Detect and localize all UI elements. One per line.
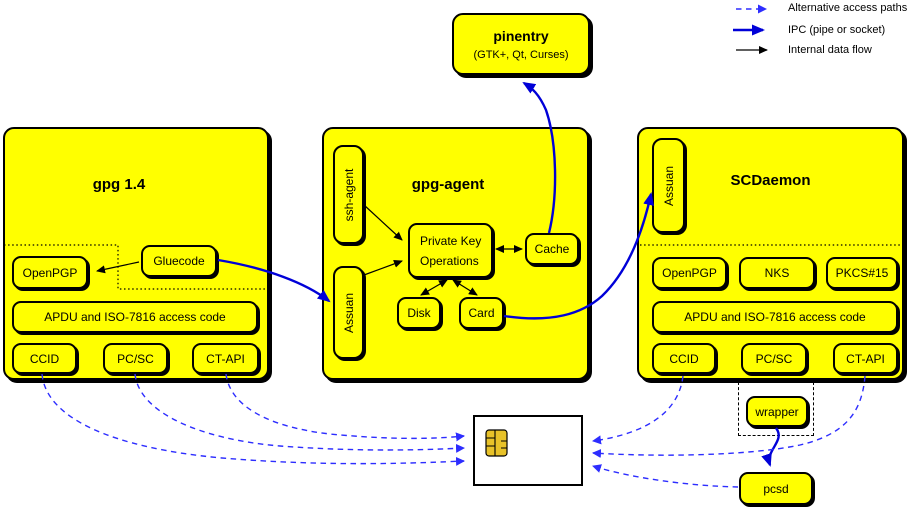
gpg14-title: gpg 1.4 bbox=[92, 176, 146, 193]
cache-label: Cache bbox=[534, 242, 570, 256]
scdaemon-ccid-module: CCID bbox=[652, 343, 716, 374]
disk-module: Disk bbox=[397, 297, 441, 329]
scdaemon-ctapi-module: CT-API bbox=[833, 343, 898, 374]
gpg14-openpgp-label: OpenPGP bbox=[22, 265, 78, 280]
smartcard bbox=[473, 415, 583, 486]
gpg14-gluecode-label: Gluecode bbox=[153, 254, 205, 268]
scdaemon-pcsc-label: PC/SC bbox=[755, 351, 793, 366]
scdaemon-assuan-module: Assuan bbox=[652, 138, 685, 233]
altpath-gpg14-ccid-to-card bbox=[41, 373, 465, 466]
scdaemon-box bbox=[637, 127, 904, 380]
gpg14-pcsc-label: PC/SC bbox=[117, 351, 154, 366]
legend-ipc-label: IPC (pipe or socket) bbox=[788, 24, 886, 36]
gpg14-ccid-module: CCID bbox=[12, 343, 77, 374]
gpg-agent-assuan-module: Assuan bbox=[333, 266, 364, 359]
gpg-agent-title: gpg-agent bbox=[411, 176, 485, 193]
wrapper-module: wrapper bbox=[746, 396, 808, 427]
scdaemon-title: SCDaemon bbox=[730, 172, 811, 189]
scdaemon-apdu-module: APDU and ISO-7816 access code bbox=[652, 301, 898, 333]
altpath-gpg14-ctapi-to-card bbox=[225, 373, 465, 442]
pko-label-line1: Private Key bbox=[420, 233, 482, 248]
card-module: Card bbox=[459, 297, 504, 329]
scdaemon-ctapi-label: CT-API bbox=[846, 351, 885, 366]
gpg14-ccid-label: CCID bbox=[29, 351, 60, 366]
gpg14-openpgp-module: OpenPGP bbox=[12, 256, 88, 289]
disk-label: Disk bbox=[407, 306, 431, 320]
scdaemon-ccid-label: CCID bbox=[669, 351, 699, 366]
gpg14-pcsc-module: PC/SC bbox=[103, 343, 168, 374]
private-key-operations-module: Private Key Operations bbox=[408, 223, 493, 278]
gpg14-ctapi-module: CT-API bbox=[192, 343, 259, 374]
ssh-agent-label: ssh-agent bbox=[341, 168, 356, 221]
pcsd-module: pcsd bbox=[739, 472, 813, 505]
scdaemon-assuan-label: Assuan bbox=[661, 165, 676, 206]
pinentry-subtitle: (GTK+, Qt, Curses) bbox=[473, 48, 569, 61]
altpath-gpg14-pcsc-to-card bbox=[134, 373, 465, 453]
legend-alternative-access-label: Alternative access paths bbox=[788, 2, 908, 14]
card-label: Card bbox=[468, 306, 495, 320]
scdaemon-pkcs15-label: PKCS#15 bbox=[835, 266, 889, 280]
pko-label-line2: Operations bbox=[420, 253, 479, 268]
altpath-scdaemon-ccid-to-card bbox=[592, 375, 684, 445]
pinentry-box: pinentry (GTK+, Qt, Curses) bbox=[452, 13, 590, 75]
scdaemon-pcsc-module: PC/SC bbox=[741, 343, 807, 374]
scdaemon-pkcs15-module: PKCS#15 bbox=[826, 257, 898, 289]
altpath-pcsd-to-card bbox=[592, 464, 739, 488]
gpg14-ctapi-label: CT-API bbox=[206, 351, 245, 366]
altpath-scdaemon-ctapi-to-card bbox=[592, 375, 866, 458]
scdaemon-openpgp-module: OpenPGP bbox=[652, 257, 727, 289]
pcsd-label: pcsd bbox=[763, 481, 789, 496]
gpg14-apdu-label: APDU and ISO-7816 access code bbox=[44, 310, 226, 324]
gpg-agent-ssh-agent-module: ssh-agent bbox=[333, 145, 364, 244]
pinentry-title: pinentry bbox=[493, 27, 549, 44]
gpg-agent-assuan-label: Assuan bbox=[341, 292, 356, 333]
legend-internal-flow-label: Internal data flow bbox=[788, 44, 872, 56]
gpg14-apdu-module: APDU and ISO-7816 access code bbox=[12, 301, 258, 333]
scdaemon-nks-label: NKS bbox=[764, 266, 790, 280]
wrapper-label: wrapper bbox=[755, 404, 799, 419]
scdaemon-openpgp-label: OpenPGP bbox=[662, 266, 717, 280]
cache-module: Cache bbox=[525, 233, 579, 265]
scdaemon-apdu-label: APDU and ISO-7816 access code bbox=[684, 310, 866, 324]
scdaemon-nks-module: NKS bbox=[739, 257, 815, 289]
gpg14-gluecode-module: Gluecode bbox=[141, 245, 217, 277]
